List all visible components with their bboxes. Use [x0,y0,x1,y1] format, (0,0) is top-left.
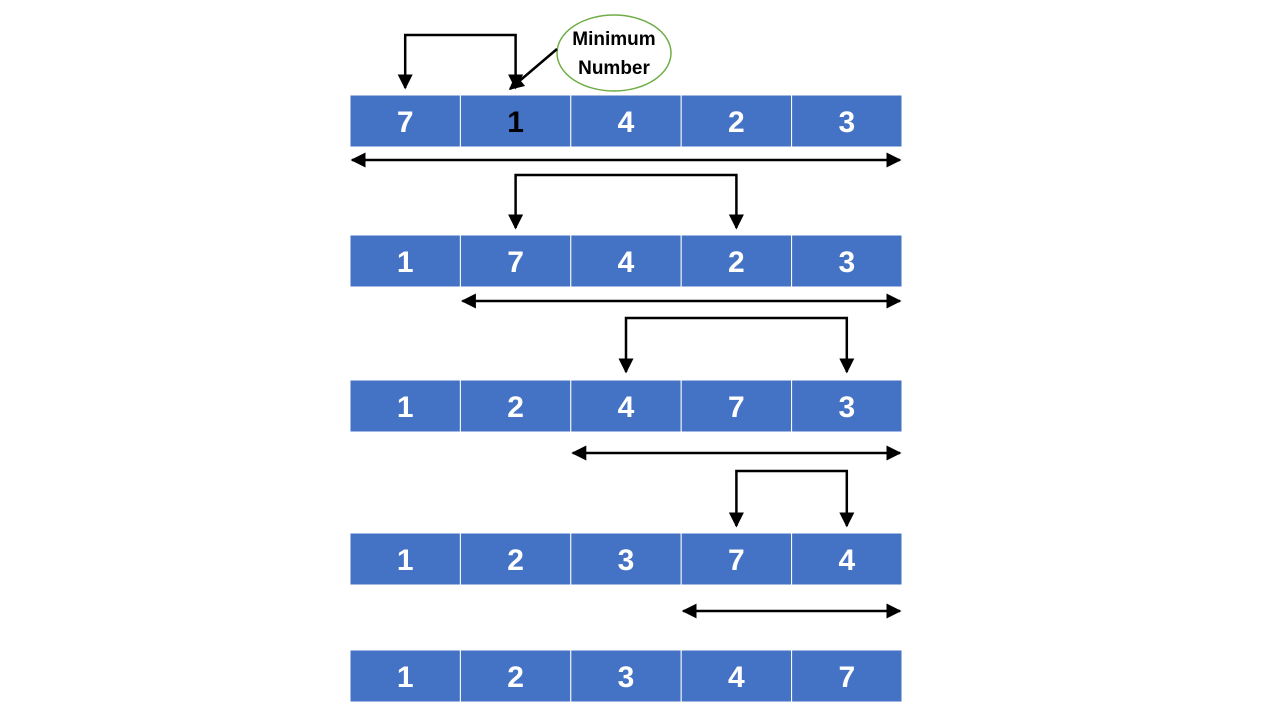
array-cell [791,94,903,148]
array-cell-value: 7 [838,661,855,694]
swap-arrow [618,316,855,374]
array-cell-value: 2 [728,106,745,139]
swap-arrow [508,173,744,230]
array-cell [570,649,682,703]
array-cell [680,234,793,288]
array-cell-value: 1 [397,246,414,279]
array-cell [459,532,572,586]
array-cell-value: 4 [618,106,635,139]
array-cell-value: 1 [397,661,414,694]
unsorted-range-arrows [350,152,902,619]
array-cell-value: 3 [838,246,855,279]
minimum-number-callout: Minimum Number [508,14,672,92]
array-cell-value: 4 [618,246,635,279]
array-cell [349,649,461,703]
array-row: 7 1 4 2 3 [349,94,903,148]
array-cell [459,649,572,703]
array-cell-value: 3 [838,106,855,139]
array-cell-value: 7 [728,544,745,577]
array-cell [791,532,903,586]
callout-label-line1: Minimum [572,29,655,50]
array-cell-value: 2 [507,661,524,694]
array-cell [791,649,903,703]
array-cell [570,379,682,433]
swap-arrow [728,469,855,528]
callout-label-line2: Number [578,58,650,79]
array-row: 1 2 3 4 7 [349,649,903,703]
callout-pointer-arrow [508,48,558,90]
array-cell [349,94,461,148]
array-cell-value: 7 [728,391,745,424]
array-cell-value: 1 [397,391,414,424]
array-cell-value: 4 [618,391,635,424]
array-cell [680,94,793,148]
array-cell [570,94,682,148]
array-row: 1 7 4 2 3 [349,234,903,288]
array-cell-value: 3 [618,544,635,577]
array-cell-value: 2 [507,544,524,577]
array-cell [680,649,793,703]
array-cell-value: 3 [838,391,855,424]
swap-arrow [397,33,524,90]
array-cell [349,532,461,586]
array-cell [791,379,903,433]
callout-bubble [556,14,672,92]
array-cell-value: 3 [618,661,635,694]
array-cell [459,379,572,433]
array-cell [349,379,461,433]
array-cell-value-minimum: 1 [507,106,524,139]
array-cell-value: 7 [397,106,414,139]
array-cell [680,532,793,586]
array-cell-value: 1 [397,544,414,577]
array-rows: 7 1 4 2 3 1 7 4 2 3 1 2 4 7 3 1 2 3 7 4 1 2 3 4 7 [349,94,903,703]
array-cell-value: 2 [728,246,745,279]
array-row: 1 2 4 7 3 [349,379,903,433]
array-row: 1 2 3 7 4 [349,532,903,586]
array-cell-value: 4 [838,544,855,577]
array-cell [680,379,793,433]
array-cell-value: 7 [507,246,524,279]
array-cell-value: 2 [507,391,524,424]
array-cell [791,234,903,288]
swap-arrows [397,33,855,528]
array-cell [349,234,461,288]
array-cell-value: 4 [728,661,745,694]
array-cell [459,234,572,288]
